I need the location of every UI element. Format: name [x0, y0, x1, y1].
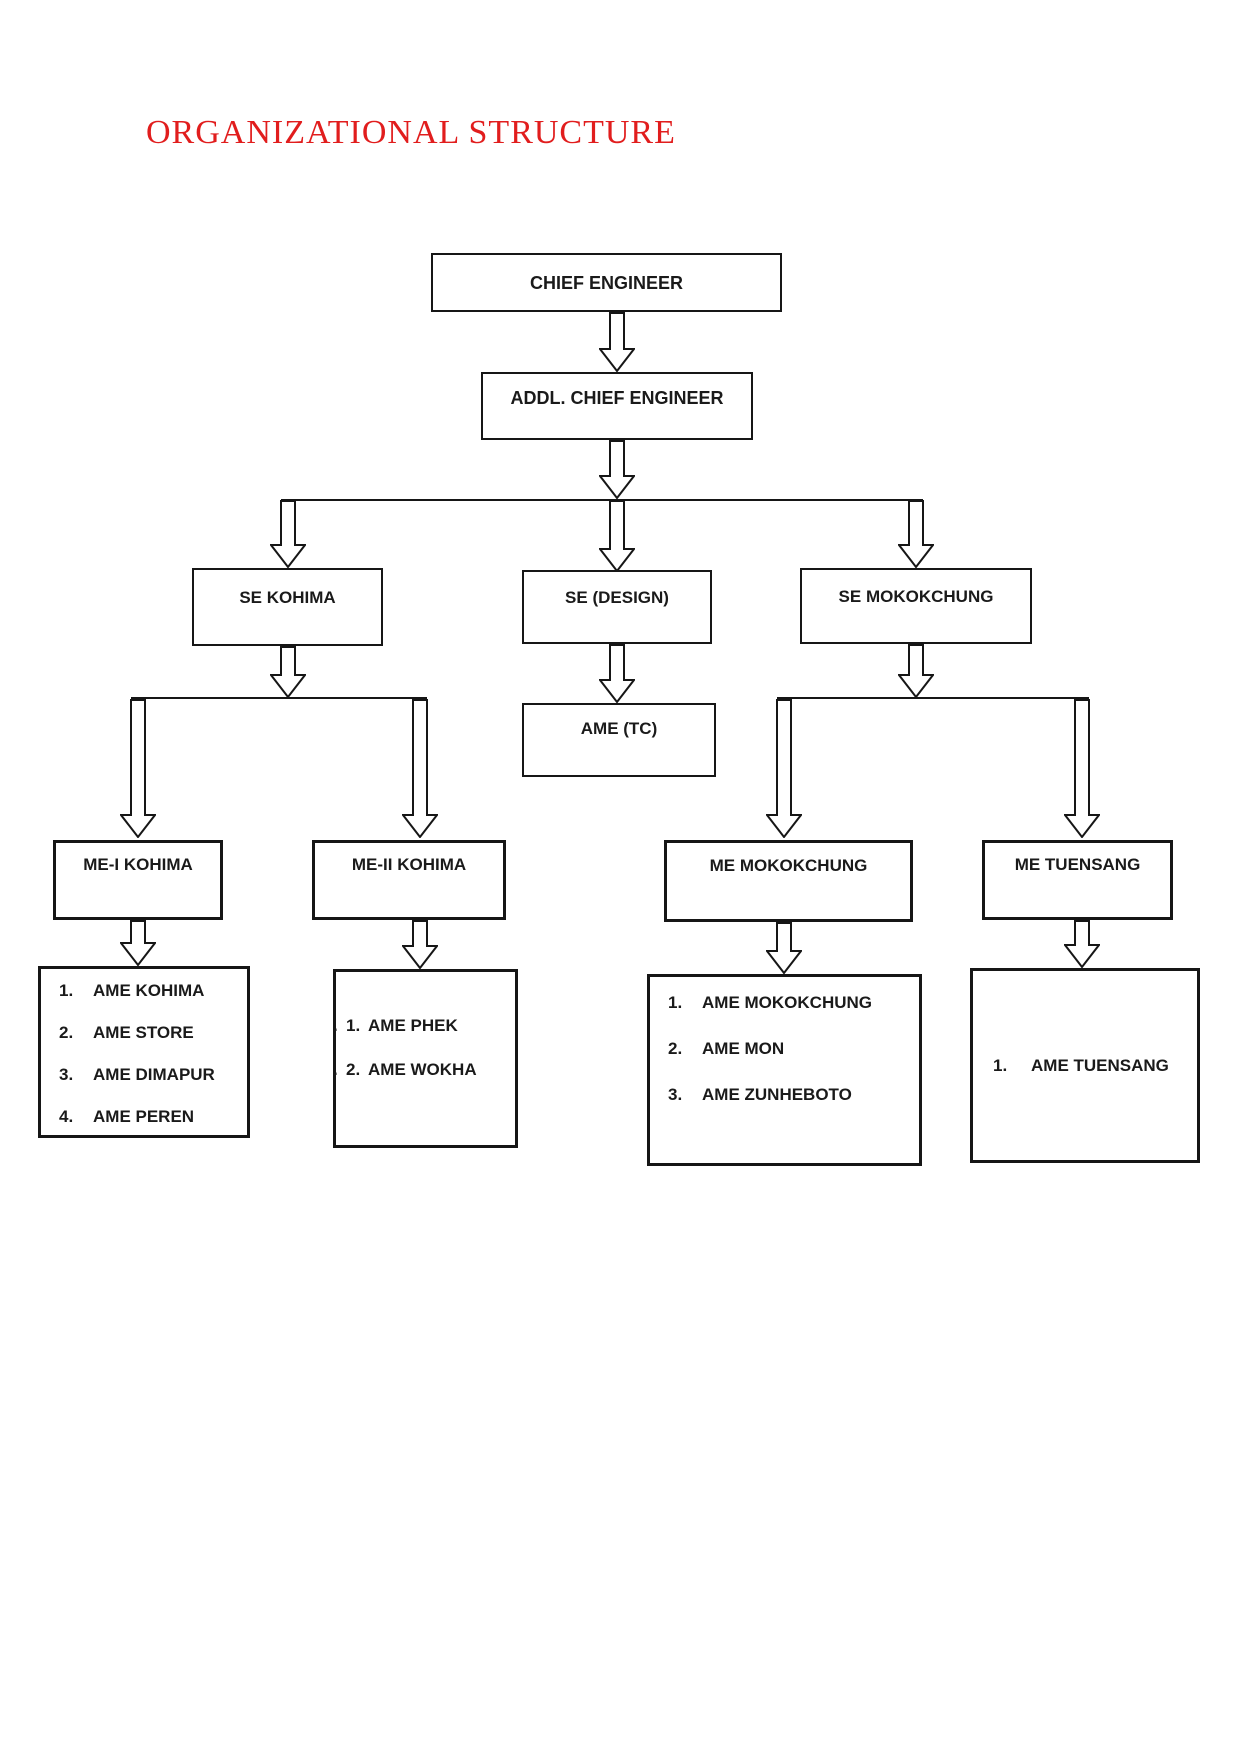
node-me-tuensang: ME TUENSANG: [982, 840, 1173, 920]
list-item-label: AME KOHIMA: [93, 981, 205, 1000]
list-me-ii-kohima-units: . 1. AME PHEK . 2. AME WOKHA: [333, 969, 518, 1148]
node-se-design: SE (DESIGN): [522, 570, 712, 644]
arrow-split-to-se-kohima: [270, 500, 306, 568]
list-item-label: AME STORE: [93, 1023, 194, 1042]
list-item: . 1. AME PHEK: [333, 1016, 515, 1036]
connector-line-mokokchung-split: [777, 697, 1089, 699]
arrow-se-mokokchung-to-split: [898, 644, 934, 698]
clipped-text-mark: .: [333, 1060, 338, 1079]
arrow-to-me-i-kohima: [120, 699, 156, 838]
list-item-number: 2.: [346, 1060, 361, 1079]
node-chief-engineer: CHIEF ENGINEER: [431, 253, 782, 312]
arrow-se-design-to-ame-tc: [599, 644, 635, 703]
list-item: 3. AME DIMAPUR: [41, 1065, 247, 1085]
list-item: 2. AME MON: [650, 1039, 919, 1059]
list-item-number: 2.: [59, 1023, 74, 1042]
list-item: . 2. AME WOKHA: [333, 1060, 515, 1080]
arrow-me-mokokchung-to-units: [766, 922, 802, 974]
clipped-text-mark: .: [333, 1016, 338, 1035]
list-me-i-kohima-units: 1. AME KOHIMA 2. AME STORE 3. AME DIMAPU…: [38, 966, 250, 1138]
list-item-label: AME MOKOKCHUNG: [702, 993, 872, 1012]
list-item-label: AME ZUNHEBOTO: [702, 1085, 852, 1104]
list-item: 3. AME ZUNHEBOTO: [650, 1085, 919, 1105]
node-se-kohima: SE KOHIMA: [192, 568, 383, 646]
arrow-se-kohima-to-split: [270, 646, 306, 698]
arrow-me-i-to-units: [120, 920, 156, 966]
list-item-number: 1.: [993, 1055, 1008, 1075]
list-item: 4. AME PEREN: [41, 1107, 247, 1127]
arrow-me-ii-to-units: [402, 920, 438, 969]
list-item-label: AME MON: [702, 1039, 785, 1058]
arrow-to-me-tuensang: [1064, 699, 1100, 838]
list-item-label: AME TUENSANG: [1031, 1055, 1169, 1075]
list-item-number: 1.: [346, 1016, 361, 1035]
list-item: 1. AME TUENSANG: [973, 1056, 1197, 1076]
arrow-chief-to-addl: [599, 312, 635, 372]
arrow-split-to-se-design: [599, 500, 635, 572]
list-item-label: AME PEREN: [93, 1107, 195, 1126]
list-item: 1. AME MOKOKCHUNG: [650, 993, 919, 1013]
connector-line-kohima-split: [131, 697, 427, 699]
page-title: ORGANIZATIONAL STRUCTURE: [146, 114, 676, 151]
list-item-number: 1.: [59, 981, 74, 1000]
list-item: 1. AME KOHIMA: [41, 981, 247, 1001]
node-se-mokokchung: SE MOKOKCHUNG: [800, 568, 1032, 644]
list-item-number: 3.: [59, 1065, 74, 1084]
list-me-tuensang-units: 1. AME TUENSANG: [970, 968, 1200, 1163]
node-me-ii-kohima: ME-II KOHIMA: [312, 840, 506, 920]
arrow-me-tuensang-to-units: [1064, 920, 1100, 968]
arrow-to-me-ii-kohima: [402, 699, 438, 838]
list-item-label: AME WOKHA: [368, 1060, 477, 1079]
arrow-split-to-se-mokokchung: [898, 500, 934, 568]
list-item-number: 4.: [59, 1107, 74, 1126]
list-item-number: 3.: [668, 1085, 683, 1104]
list-item-number: 1.: [668, 993, 683, 1012]
list-item-number: 2.: [668, 1039, 683, 1058]
node-me-mokokchung: ME MOKOKCHUNG: [664, 840, 913, 922]
node-addl-chief-engineer: ADDL. CHIEF ENGINEER: [481, 372, 753, 440]
list-item: 2. AME STORE: [41, 1023, 247, 1043]
list-item-label: AME DIMAPUR: [93, 1065, 215, 1084]
node-me-i-kohima: ME-I KOHIMA: [53, 840, 223, 920]
node-ame-tc: AME (TC): [522, 703, 716, 777]
connector-line-level3: [281, 499, 923, 501]
arrow-to-me-mokokchung: [766, 699, 802, 838]
arrow-addl-to-split: [599, 440, 635, 499]
list-item-label: AME PHEK: [368, 1016, 458, 1035]
list-me-mokokchung-units: 1. AME MOKOKCHUNG 2. AME MON 3. AME ZUNH…: [647, 974, 922, 1166]
